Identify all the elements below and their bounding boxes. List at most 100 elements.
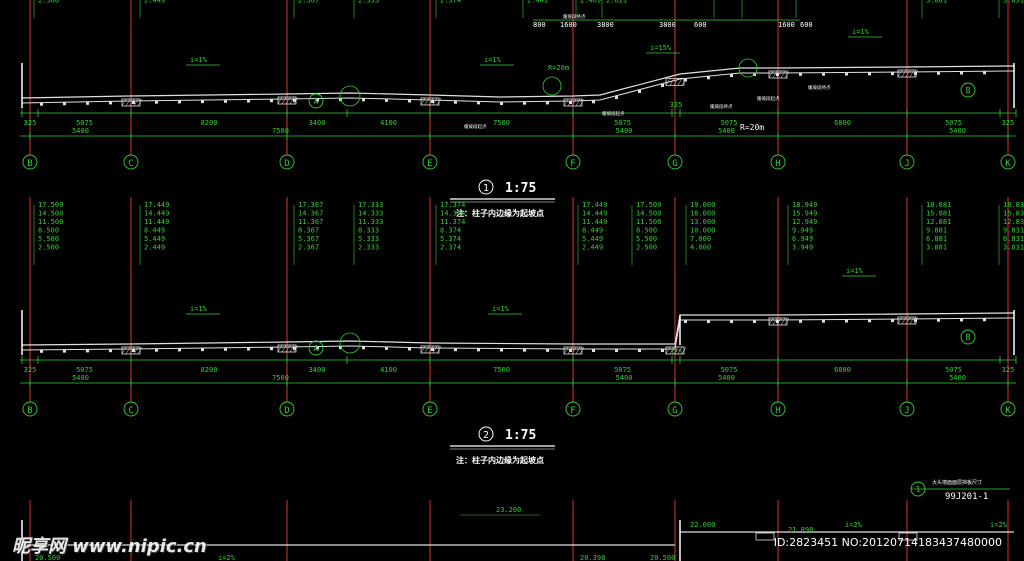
axis-bubble-C [123, 401, 139, 417]
elevation-value: 18.949 [792, 201, 817, 209]
slab-rib [523, 101, 526, 105]
slab-rib [201, 100, 204, 104]
elevation-value: 11.374 [440, 218, 465, 226]
dim-value: 5075 [614, 366, 631, 374]
slab-rib [178, 100, 181, 104]
dim-value: 325 [670, 101, 683, 109]
slab-rib [224, 99, 227, 103]
title-scale: 1:75 [505, 428, 536, 443]
elevation-value: 8.500 [38, 227, 59, 235]
beam-hatch [897, 316, 903, 325]
beam-hatch [133, 98, 139, 107]
elevation-value: 17.374 [440, 201, 465, 209]
beam-hatch [677, 78, 683, 86]
axis-bubble-J [899, 401, 915, 417]
elevation-value: 5.449 [582, 235, 603, 243]
elevation-value: 14.367 [298, 210, 323, 218]
slab-rib [707, 76, 710, 80]
slab-rib [730, 320, 733, 323]
dim-value: 6800 [834, 119, 851, 127]
section-marker-label: B [966, 333, 971, 342]
elevation-value: 4.000 [690, 244, 711, 252]
slab-rib [408, 347, 411, 351]
slab-rib [845, 319, 848, 323]
ramp-tag: 缓坡段起点 [464, 123, 487, 130]
slab-rib [63, 349, 66, 353]
axis-label: B [27, 406, 32, 416]
elevation-value: 2.367 [298, 0, 319, 5]
axis-bubble-G [667, 401, 683, 417]
slab-rib [730, 74, 733, 77]
beam-hatch [768, 317, 774, 326]
elevation-value: 16.000 [690, 210, 715, 218]
section-note: 注：柱子内边缘为起坡点 [456, 208, 544, 218]
slab-rib [454, 348, 457, 352]
slope-label: i=1% [492, 305, 510, 313]
slab-rib [109, 349, 112, 353]
elevation-value: 17.333 [358, 201, 383, 209]
elevation-value: 5.500 [636, 235, 657, 243]
beam-hatch [913, 316, 919, 325]
elevation-value: 14.500 [38, 210, 63, 218]
elevation-value: 7.000 [690, 235, 711, 243]
curve-marker [339, 85, 361, 107]
beam-hatch [901, 69, 907, 78]
slab-rib [569, 348, 572, 352]
section-marker-a [308, 93, 324, 109]
elevation-value: 3.831 [1003, 0, 1024, 5]
title-bubble [478, 179, 494, 195]
axis-bubble-D [279, 401, 295, 417]
beam-hatch [571, 98, 577, 107]
ramp-dim-value: 1600 [560, 21, 577, 29]
beam-hatch [665, 346, 671, 355]
beam-hatch [424, 345, 430, 354]
axis-label: G [672, 406, 677, 416]
slab-rib [247, 99, 250, 103]
beam-hatch [579, 98, 585, 107]
title-scale: 1:75 [505, 181, 536, 196]
curve-marker [339, 332, 361, 354]
detail-ref-code: 99J201-1 [945, 492, 988, 502]
beam-hatch [772, 70, 778, 79]
slope-label: i=2% [218, 554, 236, 561]
axis-label: D [284, 159, 289, 169]
slab-rib [293, 346, 296, 350]
slab-rib [316, 98, 319, 102]
ramp-dim-value: 600 [800, 21, 813, 29]
curve-marker [738, 58, 758, 78]
dim-value: 3400 [309, 366, 326, 374]
beam-hatch [432, 345, 438, 354]
slab-rib [546, 348, 549, 352]
elevation-value: 11.333 [358, 218, 383, 226]
dim-value: 5400 [949, 374, 966, 382]
beam-hatch [121, 98, 127, 107]
beam-hatch [293, 344, 299, 353]
beam-section [898, 532, 918, 541]
beam-hatch [669, 346, 675, 355]
slab-rib [983, 318, 986, 322]
dim-value: 5400 [949, 127, 966, 135]
axis-label: B [27, 159, 32, 169]
ramp-dim-value: 3800 [597, 21, 614, 29]
slab-rib [615, 349, 618, 352]
slab-rib [339, 346, 342, 350]
axis-bubble-B [22, 154, 38, 170]
detail-ref-title: 大头墙面面层挡板尺寸 [932, 479, 982, 486]
slab-rib [454, 100, 457, 104]
elevation-value: 3.831 [1003, 244, 1024, 252]
detail-ref-number: 1 [916, 485, 921, 494]
elevation-value: 11.367 [298, 218, 323, 226]
curve-marker [542, 76, 562, 96]
slab-rib [868, 72, 871, 76]
dim-value: 5400 [72, 127, 89, 135]
elevation-value: 3.881 [926, 0, 947, 5]
elevation-value: 8.333 [358, 227, 379, 235]
beam-hatch [129, 346, 135, 355]
axis-label: G [672, 159, 677, 169]
elevation-value: 2.449 [144, 0, 165, 5]
elevation-value: 2.374 [440, 0, 461, 5]
elevation-value: 6.831 [1003, 235, 1024, 243]
slab-rib [86, 349, 89, 353]
slope-label: i=1% [846, 267, 864, 275]
